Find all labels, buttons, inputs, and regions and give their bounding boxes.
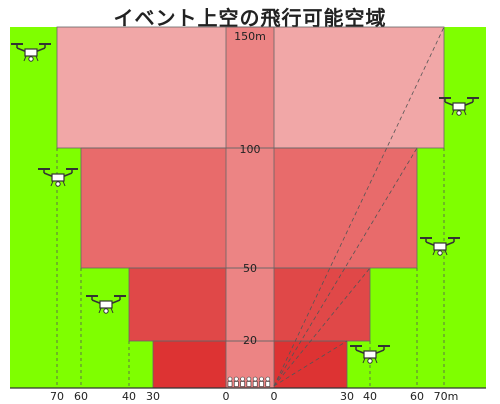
distance-label-left-60: 60 xyxy=(74,390,88,403)
distance-label-right-0: 0 xyxy=(271,390,278,403)
diagram-title: イベント上空の飛行可能空域 xyxy=(113,6,387,30)
person-icon xyxy=(227,376,233,387)
distance-label-right-60: 60 xyxy=(410,390,424,403)
distance-label-right-70m: 70m xyxy=(434,390,459,403)
person-icon xyxy=(246,376,252,387)
distance-label-right-30: 30 xyxy=(340,390,354,403)
distance-label-left-70: 70 xyxy=(50,390,64,403)
person-icon xyxy=(234,376,239,387)
person-icon xyxy=(240,376,245,387)
altitude-label-50: 50 xyxy=(243,262,257,275)
distance-label-left-30: 30 xyxy=(146,390,160,403)
distance-label-right-40: 40 xyxy=(363,390,377,403)
diagonal-guide-lines xyxy=(273,26,445,387)
distance-label-left-40: 40 xyxy=(122,390,136,403)
person-icon xyxy=(252,376,258,387)
people-crowd-icon xyxy=(227,376,271,387)
distance-label-left-0: 0 xyxy=(223,390,230,403)
altitude-label-20: 20 xyxy=(243,334,257,347)
person-icon xyxy=(259,376,264,387)
altitude-label-100: 100 xyxy=(240,143,261,156)
altitude-label-150m: 150m xyxy=(234,30,266,43)
event-column xyxy=(226,27,274,388)
person-icon xyxy=(265,376,271,387)
distance-guide-lines xyxy=(56,148,445,388)
